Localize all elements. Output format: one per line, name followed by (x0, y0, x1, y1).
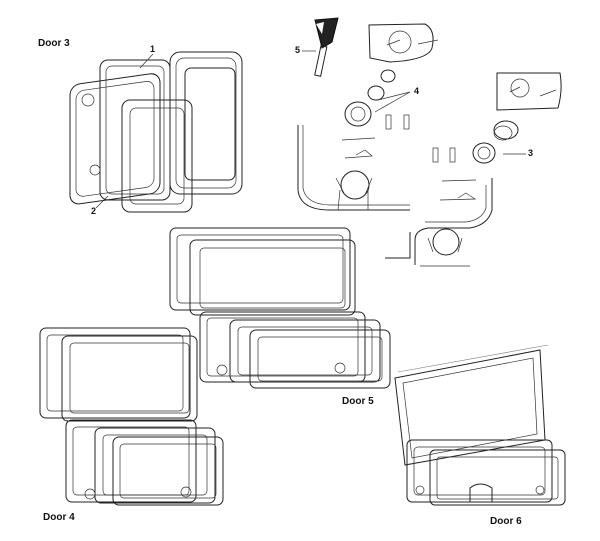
door6-label: Door 6 (490, 516, 522, 527)
door5-label: Door 5 (342, 396, 374, 407)
key-part (302, 17, 339, 77)
callout-2: 2 (91, 206, 97, 216)
door3-label: Door 3 (38, 38, 70, 49)
lock-assembly-lower (385, 72, 562, 267)
callout-5: 5 (295, 45, 301, 55)
callout-4: 4 (414, 86, 420, 96)
door4-assembly (39, 327, 224, 506)
callout-1: 1 (150, 44, 156, 54)
door3-assembly (69, 51, 243, 213)
door4-label: Door 4 (43, 512, 75, 523)
lock-assembly-upper (297, 23, 439, 211)
door5-assembly (169, 227, 391, 389)
door6-assembly (394, 344, 566, 506)
callout-3: 3 (528, 148, 534, 158)
